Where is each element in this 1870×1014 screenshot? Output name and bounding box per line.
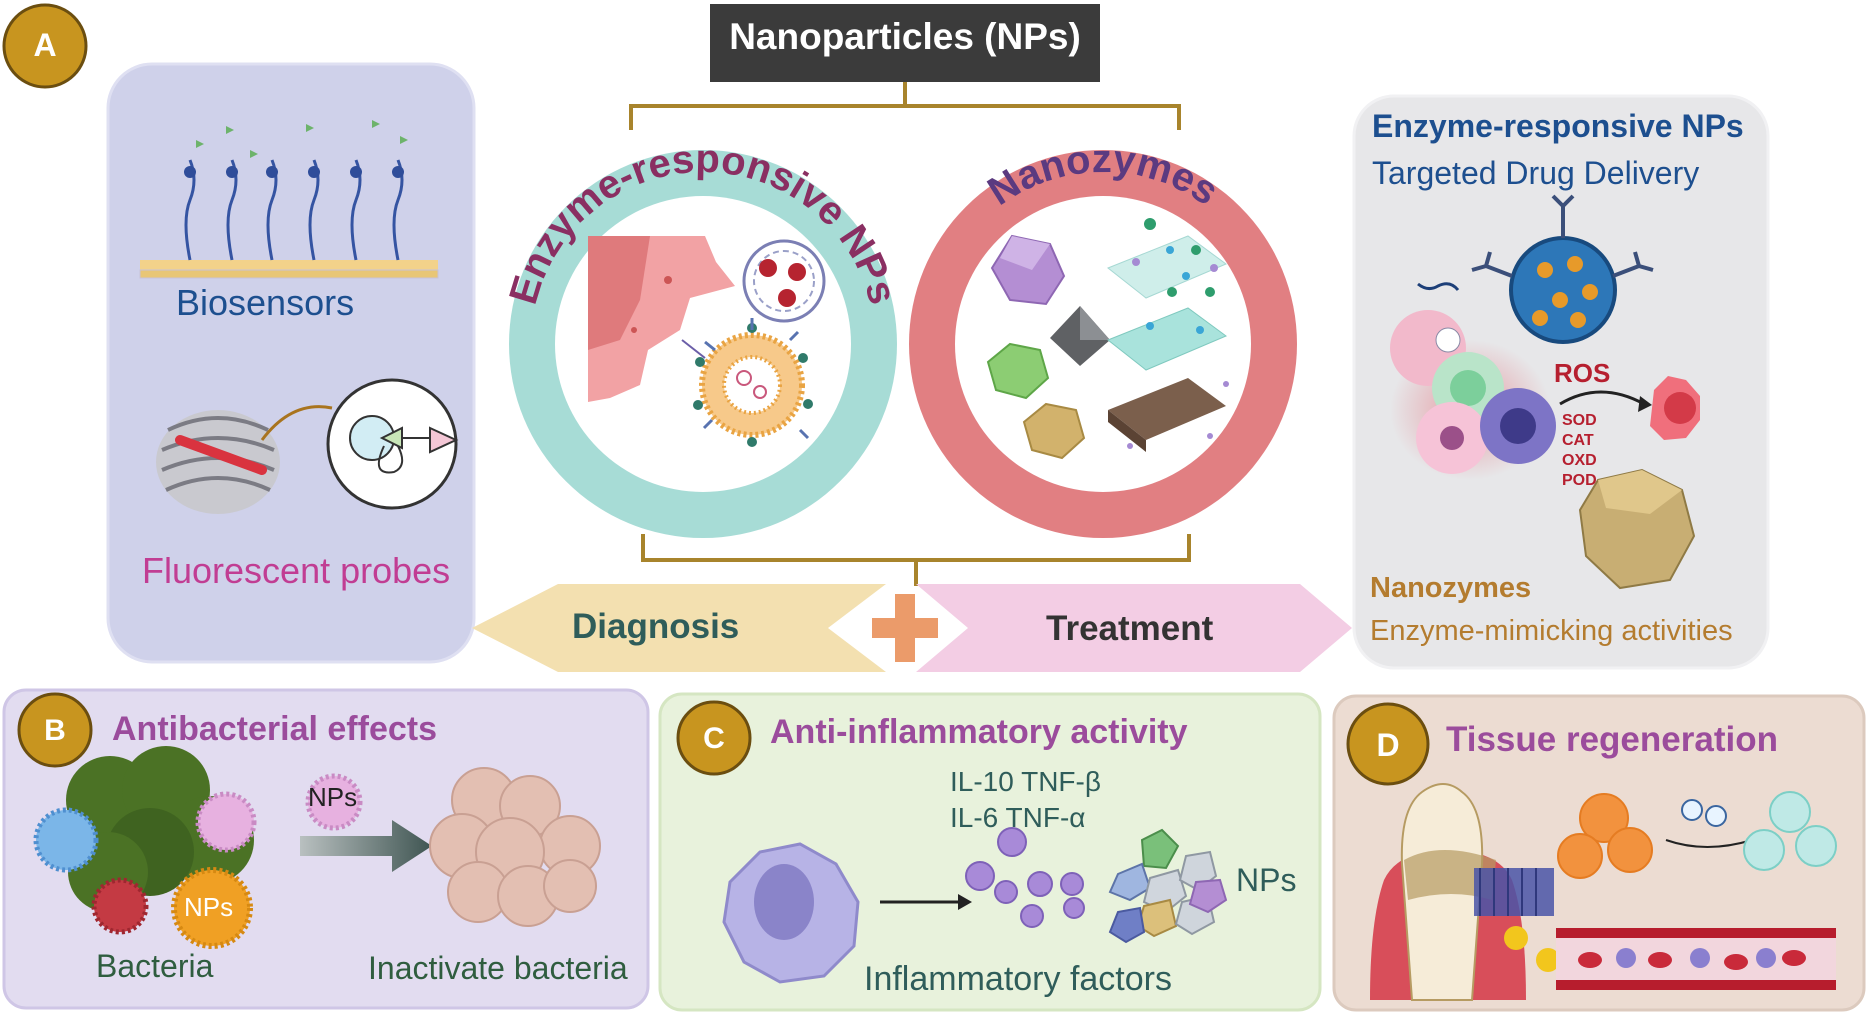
nanozymes-activity: Enzyme-mimicking activities bbox=[1370, 615, 1733, 647]
badge-b bbox=[17, 692, 93, 768]
connector-lines bbox=[629, 82, 1191, 586]
inflammatory-factors-graphic bbox=[965, 827, 1085, 928]
enzyme-responsive-ring bbox=[509, 150, 897, 538]
right-heading: Enzyme-responsive NPs bbox=[1372, 108, 1744, 144]
panel-c-nps-label: NPs bbox=[1236, 862, 1297, 898]
right-subheading: Targeted Drug Delivery bbox=[1372, 155, 1700, 191]
inflammatory-factors-label: Inflammatory factors bbox=[864, 960, 1172, 998]
inactivation-arrow bbox=[300, 820, 432, 872]
diagnosis-label: Diagnosis bbox=[572, 607, 740, 646]
cytokines-line-1: IL-10 TNF-β bbox=[950, 766, 1101, 797]
enzyme-pod: POD bbox=[1562, 472, 1597, 489]
diagnosis-arrow bbox=[472, 584, 886, 672]
tooth-graphic bbox=[1370, 783, 1560, 1001]
nps-cluster-graphic bbox=[1108, 828, 1228, 944]
badge-a bbox=[2, 3, 88, 89]
title-box bbox=[710, 4, 1100, 82]
drug-delivery-graphic bbox=[1417, 194, 1654, 344]
biosensors-label: Biosensors bbox=[176, 282, 355, 323]
biosensor-panel bbox=[106, 62, 476, 664]
badge-d bbox=[1346, 702, 1430, 786]
badge-c bbox=[676, 700, 752, 776]
badge-b-label: B bbox=[44, 714, 66, 747]
inactivate-bacteria-label: Inactivate bacteria bbox=[368, 950, 628, 986]
macrophage-graphic bbox=[722, 842, 860, 984]
nanozymes-label: Nanozymes bbox=[1370, 572, 1532, 604]
cytokines-line-2: IL-6 TNF-α bbox=[950, 802, 1086, 833]
badge-c-label: C bbox=[703, 722, 725, 755]
blood-vessel-graphic bbox=[1556, 928, 1836, 990]
stem-cells-graphic bbox=[1557, 791, 1837, 879]
nanozyme-ring bbox=[909, 150, 1297, 538]
fluorescent-probe-graphic bbox=[156, 378, 459, 514]
plus-icon bbox=[872, 594, 938, 662]
page-title: Nanoparticles (NPs) bbox=[729, 16, 1081, 57]
nps-cluster-label: NPs bbox=[184, 892, 234, 922]
ros-label: ROS bbox=[1554, 358, 1611, 388]
panel-b-title: Antibacterial effects bbox=[112, 710, 437, 748]
inactivated-bacteria-graphic bbox=[429, 767, 601, 927]
bacteria-graphic bbox=[33, 746, 363, 949]
biosensor-graphic bbox=[139, 120, 439, 279]
panel-c-title: Anti-inflammatory activity bbox=[770, 713, 1188, 751]
immune-cells-graphic bbox=[1390, 310, 1700, 590]
badge-a-label: A bbox=[33, 27, 57, 63]
fluorescent-probes-label: Fluorescent probes bbox=[142, 550, 451, 591]
panel-d-title: Tissue regeneration bbox=[1446, 720, 1778, 759]
enzyme-oxd: OXD bbox=[1562, 452, 1597, 469]
bacteria-label: Bacteria bbox=[96, 948, 214, 984]
enzyme-sod: SOD bbox=[1562, 412, 1597, 429]
badge-d-label: D bbox=[1376, 727, 1400, 763]
enzyme-cat: CAT bbox=[1562, 432, 1594, 449]
nps-small-label: NPs bbox=[308, 782, 358, 812]
treatment-arrow bbox=[916, 584, 1352, 672]
treatment-label: Treatment bbox=[1046, 609, 1214, 648]
factor-arrowhead bbox=[958, 894, 972, 910]
